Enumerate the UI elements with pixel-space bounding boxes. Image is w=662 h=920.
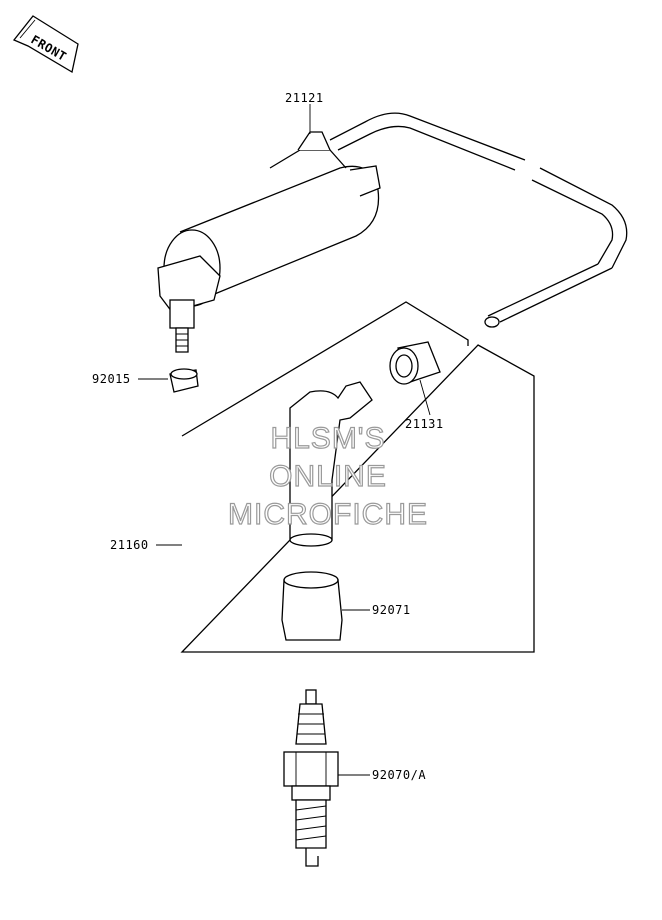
part-label-ignition-coil[interactable]: 21121 bbox=[285, 91, 324, 105]
ignition-coil-drawing bbox=[157, 112, 628, 353]
watermark-line-3: MICROFICHE bbox=[228, 498, 428, 531]
part-label-spark-plug[interactable]: 92070/A bbox=[372, 768, 426, 782]
ring-drawing bbox=[389, 341, 441, 385]
part-label-ring[interactable]: 21131 bbox=[405, 417, 444, 431]
plug-cap-assembly-box bbox=[180, 301, 535, 653]
watermark-line-2: ONLINE bbox=[269, 460, 387, 493]
leader-lines bbox=[138, 104, 431, 776]
watermark-line-1: HLSM'S bbox=[270, 422, 385, 455]
front-direction-badge: FRONT bbox=[12, 15, 79, 74]
part-label-nut[interactable]: 92015 bbox=[92, 372, 131, 386]
part-label-cap-boot[interactable]: 92071 bbox=[372, 603, 411, 617]
part-number-labels: 21121 92015 21131 21160 92071 92070/A bbox=[92, 91, 444, 782]
spark-plug-drawing bbox=[283, 689, 339, 867]
nut-drawing bbox=[169, 368, 199, 393]
watermark: HLSM'S ONLINE MICROFICHE bbox=[227, 421, 428, 531]
part-label-plug-cap-assembly[interactable]: 21160 bbox=[110, 538, 149, 552]
